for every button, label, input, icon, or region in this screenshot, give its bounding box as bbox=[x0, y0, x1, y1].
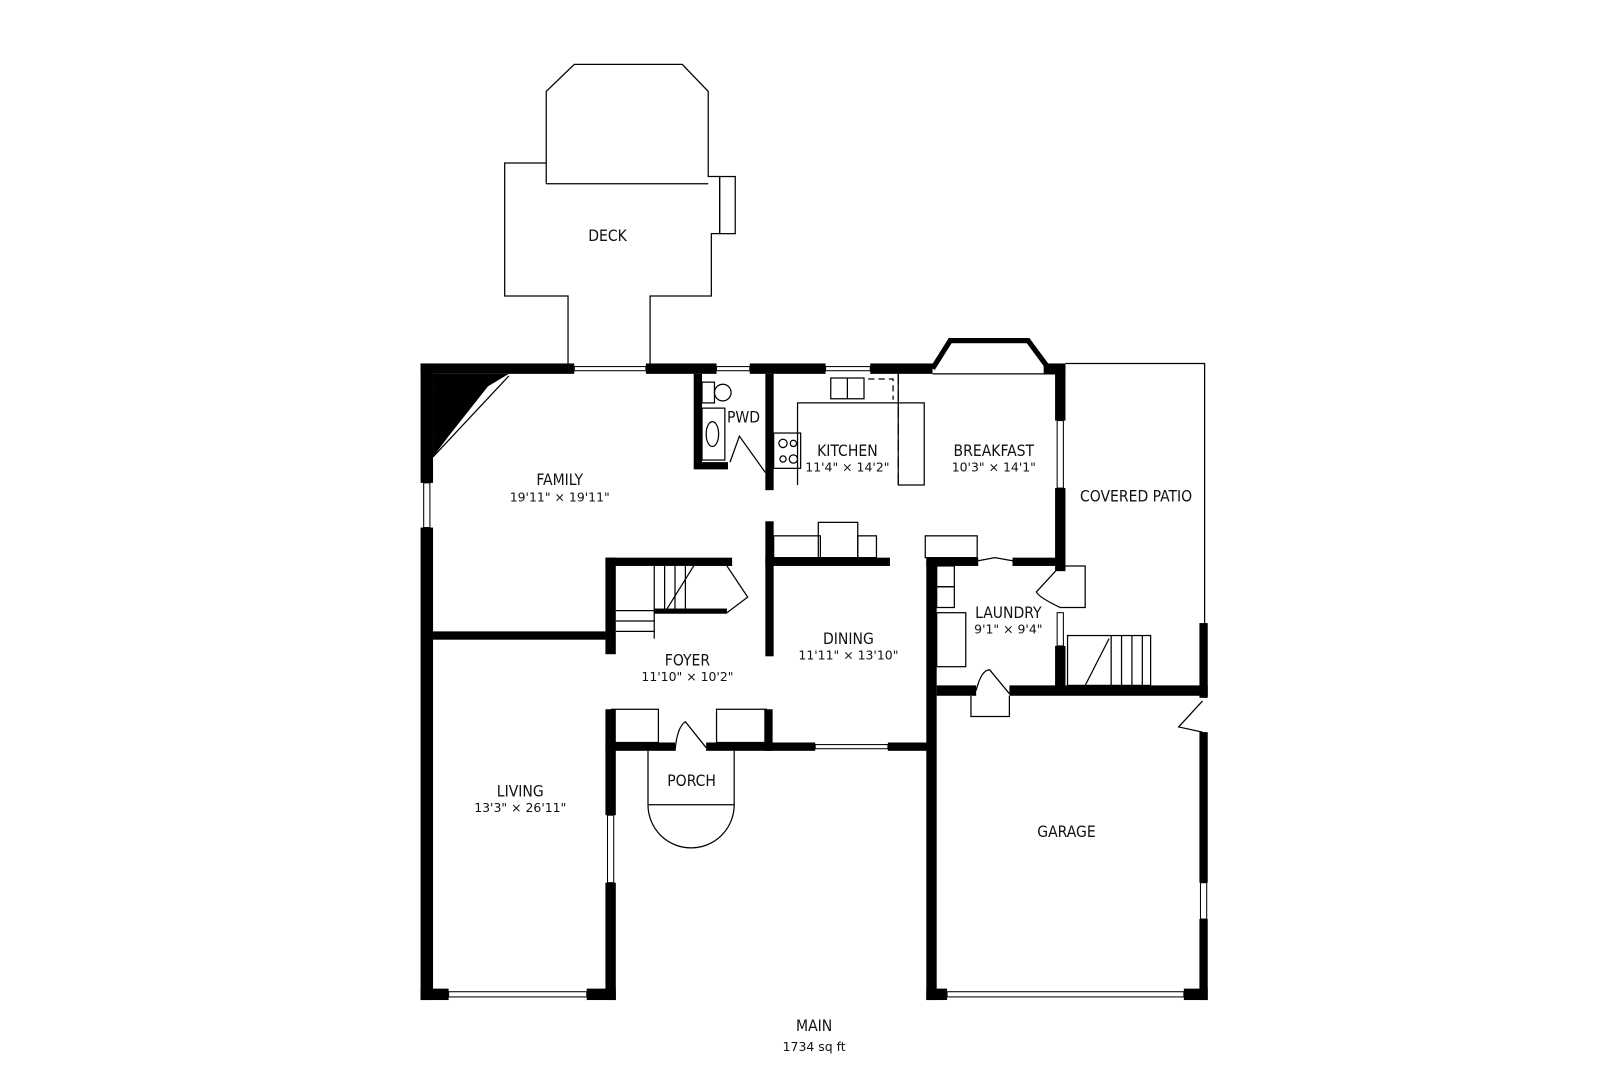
deck-outline bbox=[504, 63, 736, 366]
living-dimensions: 13'3" × 26'11" bbox=[474, 800, 566, 815]
garage-label: GARAGE bbox=[1037, 823, 1096, 841]
covered-patio-label: COVERED PATIO bbox=[1080, 488, 1192, 506]
porch-label: PORCH bbox=[667, 772, 716, 790]
breakfast-dimensions: 10'3" × 14'1" bbox=[952, 459, 1036, 474]
laundry-dimensions: 9'1" × 9'4" bbox=[974, 621, 1042, 636]
kitchen-dimensions: 11'4" × 14'2" bbox=[805, 459, 889, 474]
breakfast-label: BREAKFAST bbox=[954, 442, 1035, 460]
foyer-dimensions: 11'10" × 10'2" bbox=[641, 669, 733, 684]
room-labels: DECK FAMILY 19'11" × 19'11" PWD KITCHEN … bbox=[474, 227, 1192, 1054]
floor-area: 1734 sq ft bbox=[783, 1039, 846, 1054]
family-label: FAMILY bbox=[536, 471, 583, 489]
floor-name: MAIN bbox=[796, 1017, 832, 1035]
dining-label: DINING bbox=[823, 630, 874, 648]
living-label: LIVING bbox=[497, 783, 544, 801]
covered-patio-outline bbox=[1065, 362, 1206, 688]
pwd-label: PWD bbox=[727, 409, 760, 427]
deck-label: DECK bbox=[588, 227, 627, 245]
foyer-label: FOYER bbox=[665, 652, 711, 670]
laundry-label: LAUNDRY bbox=[975, 604, 1042, 622]
dining-dimensions: 11'11" × 13'10" bbox=[798, 647, 898, 662]
family-dimensions: 19'11" × 19'11" bbox=[510, 490, 610, 505]
walls bbox=[420, 338, 1208, 1001]
kitchen-label: KITCHEN bbox=[817, 442, 878, 460]
